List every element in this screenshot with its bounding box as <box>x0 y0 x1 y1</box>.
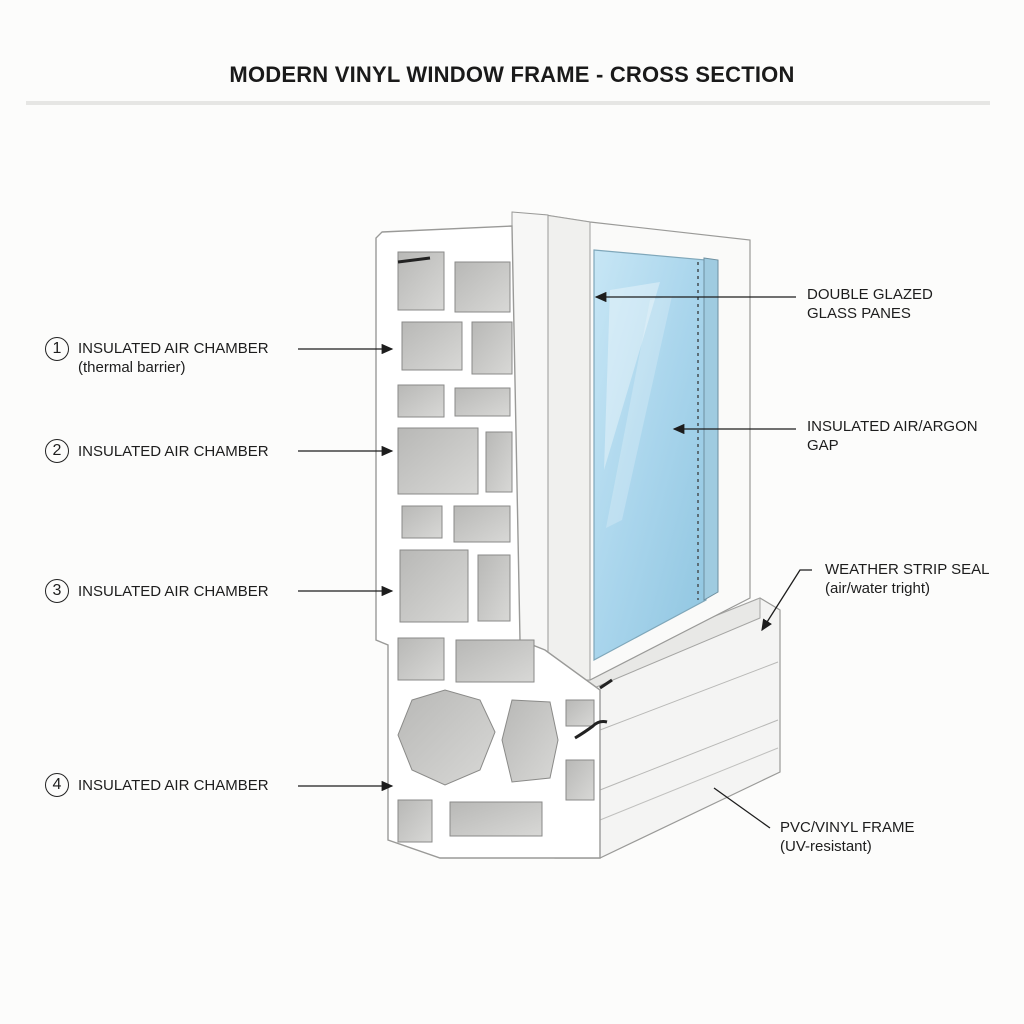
callout-argon-gap: INSULATED AIR/ARGON GAP <box>807 417 978 455</box>
callout-chamber-1: INSULATED AIR CHAMBER (thermal barrier) <box>78 339 269 377</box>
callout-weather-seal-line2: (air/water tright) <box>825 580 931 597</box>
callout-glass-panes-line1: DOUBLE GLAZED <box>807 286 933 303</box>
callout-argon-gap-line2: GAP <box>807 437 839 454</box>
callout-vinyl-frame: PVC/VINYL FRAME (UV-resistant) <box>780 818 914 856</box>
title-divider <box>26 101 990 105</box>
callout-vinyl-frame-line2: (UV-resistant) <box>780 838 872 855</box>
glass-panes <box>593 249 719 662</box>
callout-chamber-1-line2: (thermal barrier) <box>78 359 186 376</box>
callout-number-3: 3 <box>45 579 69 603</box>
callout-number-4: 4 <box>45 773 69 797</box>
callout-argon-gap-line1: INSULATED AIR/ARGON <box>807 418 978 435</box>
callout-glass-panes-line2: GLASS PANES <box>807 305 911 322</box>
leader-lines <box>298 291 812 829</box>
callout-glass-panes: DOUBLE GLAZED GLASS PANES <box>807 285 933 323</box>
callout-vinyl-frame-line1: PVC/VINYL FRAME <box>780 819 915 836</box>
callout-chamber-2: INSULATED AIR CHAMBER <box>78 443 269 460</box>
callout-chamber-4: INSULATED AIR CHAMBER <box>78 777 269 794</box>
profile-cross-section <box>375 225 613 859</box>
callout-number-1: 1 <box>45 337 69 361</box>
page-title: MODERN VINYL WINDOW FRAME - CROSS SECTIO… <box>229 62 795 87</box>
callout-weather-seal: WEATHER STRIP SEAL (air/water tright) <box>825 560 989 598</box>
callout-weather-seal-line1: WEATHER STRIP SEAL <box>825 561 990 578</box>
callout-chamber-1-line1: INSULATED AIR CHAMBER <box>78 340 269 357</box>
callout-chamber-3: INSULATED AIR CHAMBER <box>78 583 269 600</box>
callout-number-2: 2 <box>45 439 69 463</box>
